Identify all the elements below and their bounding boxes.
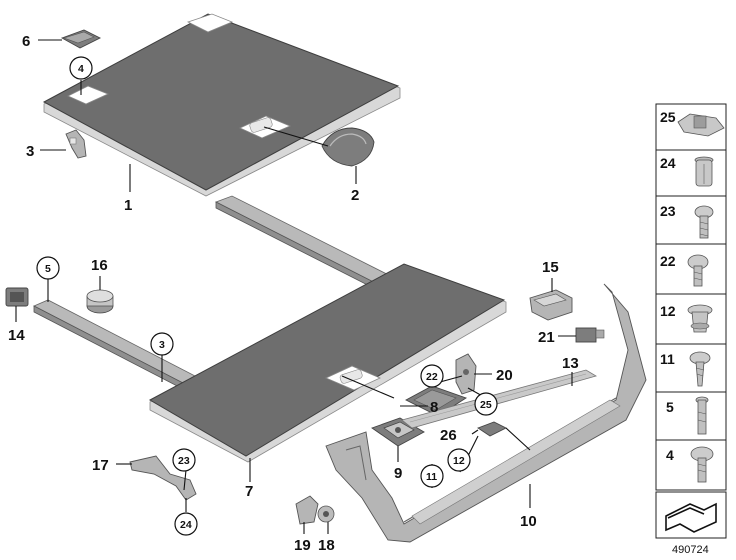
label-1: 1 bbox=[124, 197, 132, 214]
clip-part-19 bbox=[295, 495, 319, 525]
label-23-circled: 23 bbox=[178, 455, 190, 467]
cap-part-6 bbox=[60, 29, 102, 49]
hinge-part-3-upper bbox=[65, 129, 87, 159]
label-7: 7 bbox=[245, 483, 253, 500]
label-3-circled: 3 bbox=[159, 339, 165, 351]
image-code: 490724 bbox=[672, 544, 709, 556]
part-number-labels: 1 2 3 4 6 5 16 14 3 7 8 9 10 11 12 13 15… bbox=[8, 33, 579, 554]
knob-part-16 bbox=[86, 289, 114, 314]
cover-part-8 bbox=[405, 385, 468, 417]
leader-lines bbox=[15, 39, 576, 534]
label-6: 6 bbox=[22, 33, 30, 50]
bolt-4-icon bbox=[690, 446, 714, 483]
label-14: 14 bbox=[8, 327, 25, 344]
label-21: 21 bbox=[538, 329, 555, 346]
label-3-upper: 3 bbox=[26, 143, 34, 160]
label-9: 9 bbox=[394, 465, 402, 482]
label-4-circled: 4 bbox=[78, 63, 84, 75]
label-10: 10 bbox=[520, 513, 537, 530]
legend-label-11: 11 bbox=[660, 351, 675, 367]
legend-label-5: 5 bbox=[666, 399, 674, 415]
expansion-rivet-12-icon bbox=[687, 304, 713, 333]
assembly-arrow-icon bbox=[665, 502, 717, 533]
legend-label-23: 23 bbox=[660, 203, 676, 219]
clip-nut-25-icon bbox=[677, 113, 725, 137]
screw-5-icon bbox=[695, 396, 709, 435]
label-18: 18 bbox=[318, 537, 335, 554]
legend-label-4: 4 bbox=[666, 447, 674, 463]
label-19: 19 bbox=[294, 537, 311, 554]
screw-22-icon bbox=[687, 254, 709, 287]
label-26: 26 bbox=[440, 427, 457, 444]
trim-panel-10 bbox=[325, 283, 647, 543]
hook-part-17 bbox=[129, 455, 197, 501]
legend-label-12: 12 bbox=[660, 303, 676, 319]
label-11-circled: 11 bbox=[426, 471, 437, 483]
legend-label-24: 24 bbox=[660, 155, 676, 171]
bolt-23-icon bbox=[694, 205, 714, 239]
label-2: 2 bbox=[351, 187, 359, 204]
bracket-part-20 bbox=[455, 353, 477, 395]
rivet-nut-24-icon bbox=[694, 156, 714, 187]
label-17: 17 bbox=[92, 457, 109, 474]
fastener-legend-table: 25 24 23 22 bbox=[655, 103, 727, 556]
label-12-circled: 12 bbox=[453, 455, 465, 467]
label-8: 8 bbox=[430, 399, 438, 416]
label-13: 13 bbox=[562, 355, 579, 372]
screw-11-icon bbox=[689, 351, 711, 387]
clip-part-14 bbox=[5, 287, 29, 307]
bracket-part-15 bbox=[529, 289, 573, 321]
legend-label-22: 22 bbox=[660, 253, 676, 269]
label-20: 20 bbox=[496, 367, 513, 384]
floor-panel-lower bbox=[148, 263, 507, 463]
legend-label-25: 25 bbox=[660, 109, 676, 125]
clip-part-21 bbox=[575, 327, 605, 343]
label-24-circled: 24 bbox=[180, 519, 192, 531]
label-16: 16 bbox=[91, 257, 108, 274]
label-15: 15 bbox=[542, 259, 559, 276]
label-22-circled: 22 bbox=[426, 371, 438, 383]
label-5-circled: 5 bbox=[45, 263, 51, 275]
nut-part-18 bbox=[317, 505, 335, 523]
handle-cover-2 bbox=[321, 127, 375, 167]
floor-panel-upper bbox=[42, 13, 401, 197]
strip-part-13 bbox=[401, 369, 597, 429]
cap-part-26 bbox=[477, 421, 508, 437]
label-25-circled: 25 bbox=[480, 399, 492, 411]
